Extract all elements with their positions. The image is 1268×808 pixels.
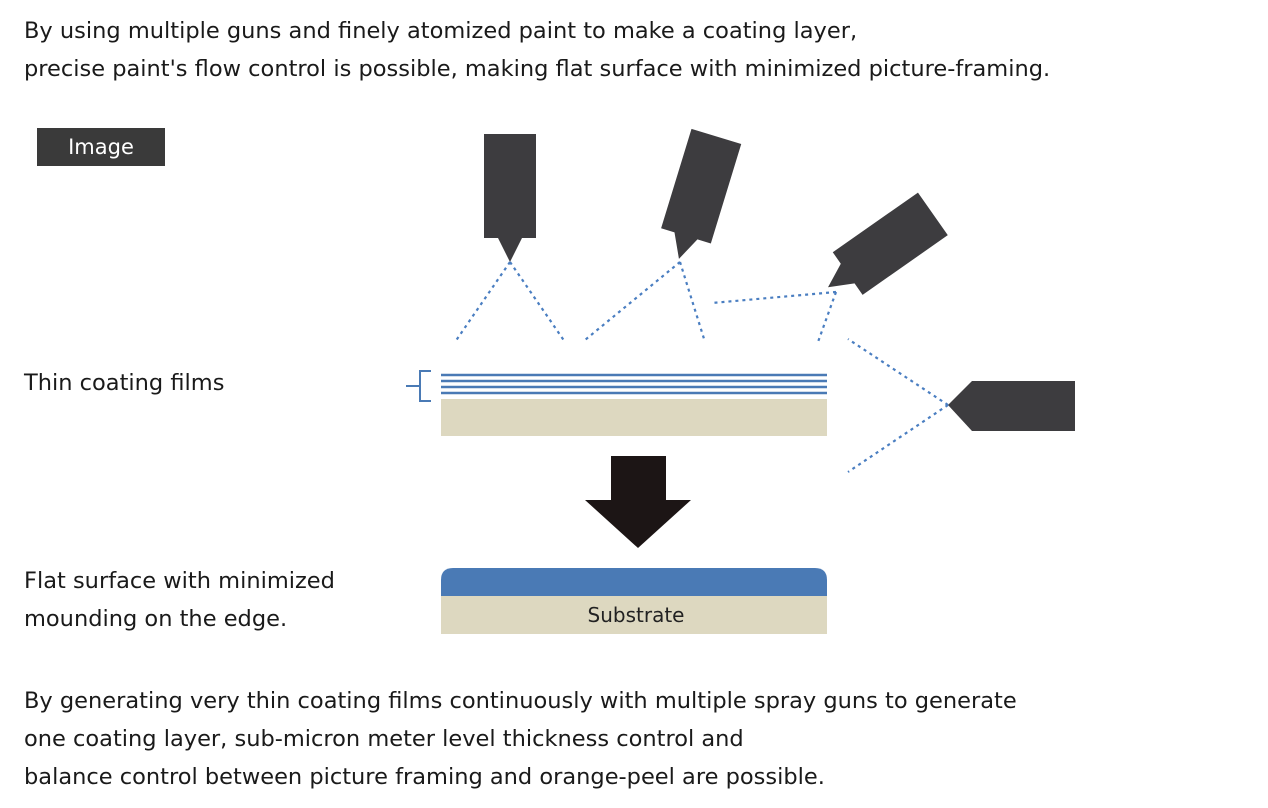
spray-line	[584, 261, 681, 341]
spray-line	[816, 291, 838, 343]
flat-surface-label: Flat surface with minimized mounding on …	[24, 562, 335, 638]
thin-coating-films-label: Thin coating films	[24, 370, 225, 396]
image-badge: Image	[37, 128, 165, 166]
spray-line	[711, 290, 837, 305]
spray-line	[847, 338, 949, 406]
spray-line	[454, 261, 511, 343]
spray-patterns	[454, 261, 949, 473]
spray-line	[678, 261, 707, 343]
spray-gun-icon	[484, 134, 536, 262]
thin-coating-films	[441, 373, 827, 395]
flat-surface-label-line-1: Flat surface with minimized	[24, 568, 335, 594]
outro-text: By generating very thin coating films co…	[24, 682, 1017, 796]
spray-gun-icon	[661, 128, 742, 259]
film-bracket	[406, 370, 431, 402]
substrate-block	[441, 399, 827, 436]
flat-surface-label-line-2: mounding on the edge.	[24, 606, 288, 632]
outro-line-1: By generating very thin coating films co…	[24, 688, 1017, 714]
coating-layer	[441, 568, 827, 596]
outro-line-3: balance control between picture framing …	[24, 764, 825, 790]
down-arrow-icon	[585, 456, 691, 548]
spray-line	[847, 404, 949, 473]
spray-gun-icon	[948, 381, 1075, 431]
outro-line-2: one coating layer, sub-micron meter leve…	[24, 726, 744, 752]
intro-line-1: By using multiple guns and finely atomiz…	[24, 18, 858, 44]
intro-line-2: precise paint's flow control is possible…	[24, 56, 1051, 82]
intro-text: By using multiple guns and finely atomiz…	[24, 12, 1050, 88]
spray-line	[509, 261, 566, 343]
substrate-label: Substrate	[588, 603, 685, 627]
spray-gun-icon	[828, 192, 948, 295]
result-substrate	[441, 596, 827, 634]
